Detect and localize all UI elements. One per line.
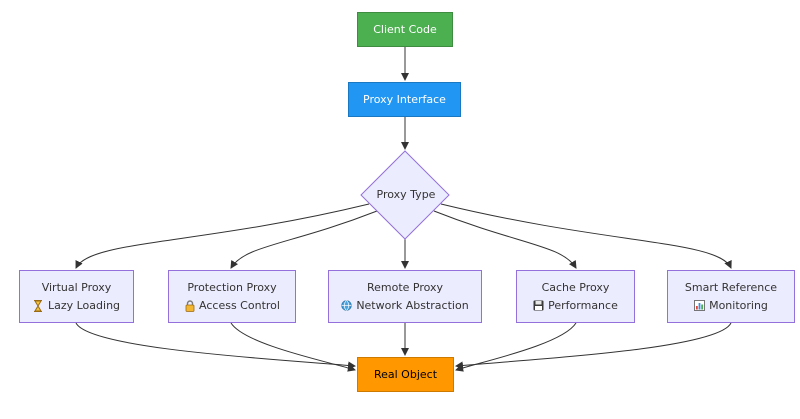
virtual-proxy-detail: Lazy Loading <box>47 298 121 312</box>
cache-proxy-detail: Performance <box>548 298 618 312</box>
virtual-proxy-node: Virtual Proxy Lazy Loading <box>19 270 134 323</box>
virtual-proxy-title: Virtual Proxy <box>41 280 112 294</box>
smart-reference-title: Smart Reference <box>684 280 778 294</box>
edge-decision-to-smart <box>440 203 732 269</box>
edge-decision-to-virtual <box>75 203 370 269</box>
floppy-disk-icon <box>533 300 544 312</box>
remote-proxy-node: Remote Proxy Network Abstraction <box>328 270 482 323</box>
remote-proxy-title: Remote Proxy <box>366 280 444 294</box>
bar-chart-icon <box>694 300 705 312</box>
protection-proxy-node: Protection Proxy Access Control <box>168 270 296 323</box>
hourglass-icon <box>33 299 44 312</box>
real-object-label: Real Object <box>373 367 438 381</box>
edge-decision-to-protection <box>230 210 378 269</box>
edge-smart-to-real <box>455 322 732 370</box>
edge-decision-to-cache <box>433 210 577 269</box>
proxy-type-label: Proxy Type <box>376 188 436 201</box>
protection-proxy-title: Protection Proxy <box>187 280 277 294</box>
protection-proxy-detail: Access Control <box>199 298 280 312</box>
smart-reference-detail: Monitoring <box>709 298 768 312</box>
cache-proxy-node: Cache Proxy Performance <box>516 270 635 323</box>
remote-proxy-detail: Network Abstraction <box>356 298 469 312</box>
edge-virtual-to-real <box>75 322 356 370</box>
globe-icon <box>341 300 353 312</box>
proxy-interface-label: Proxy Interface <box>363 92 446 106</box>
edge-cache-to-real <box>455 322 577 372</box>
smart-reference-node: Smart Reference Monitoring <box>667 270 795 323</box>
proxy-type-diamond <box>360 150 450 240</box>
client-code-label: Client Code <box>373 22 437 36</box>
real-object-node: Real Object <box>357 357 454 392</box>
proxy-interface-node: Proxy Interface <box>348 82 461 117</box>
client-code-node: Client Code <box>357 12 453 47</box>
cache-proxy-title: Cache Proxy <box>541 280 610 294</box>
lock-icon <box>184 299 195 312</box>
edge-protection-to-real <box>230 322 356 372</box>
